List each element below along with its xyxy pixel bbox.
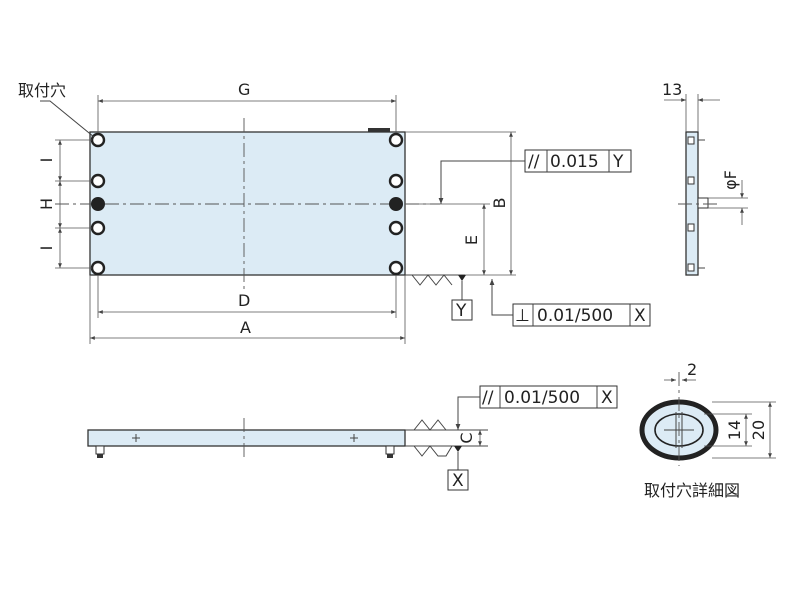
parallelism-frame-front: // 0.01/500 X	[455, 385, 618, 430]
dim-g-label: G	[238, 80, 250, 99]
dim-i-lower-label: I	[37, 246, 56, 251]
dim-a-label: A	[240, 318, 251, 337]
front-crosshair-marks	[132, 434, 358, 442]
surface-finish-symbol	[405, 274, 465, 286]
mount-holes-right	[388, 132, 404, 276]
parallel-symbol: //	[528, 152, 540, 172]
hole-detail-caption: 取付穴詳細図	[644, 481, 740, 500]
mount-hole	[388, 173, 404, 189]
front-feet	[95, 445, 395, 458]
perp-datum: X	[634, 306, 646, 326]
parallelism-frame-top: // 0.015 Y	[438, 149, 632, 204]
mount-hole	[388, 260, 404, 276]
datum-y-triangle	[458, 275, 466, 281]
perp-symbol: ⊥	[515, 306, 530, 326]
mount-hole	[388, 220, 404, 236]
side-view: 13 φF	[662, 80, 748, 276]
dim-c-label: C	[457, 432, 476, 443]
front-parallel-datum: X	[601, 388, 613, 408]
mount-hole-leader	[40, 100, 95, 138]
datum-x-box	[447, 469, 469, 491]
mount-hole	[388, 132, 404, 148]
front-parallel-value: 0.01/500	[504, 388, 580, 408]
mount-hole	[91, 197, 105, 211]
dim-20-label: 20	[749, 420, 768, 440]
dim-i-upper-label: I	[37, 158, 56, 163]
front-surface-finish	[405, 419, 488, 457]
mount-hole	[90, 220, 106, 236]
dim-h-label: H	[37, 198, 56, 210]
top-view: 取付穴 G D A I H I B E	[18, 80, 651, 344]
front-plate	[87, 429, 406, 447]
parallel-datum: Y	[612, 152, 624, 172]
dim-d-label: D	[238, 291, 250, 310]
side-hole-marks	[687, 136, 709, 272]
perpendicularity-frame: ⊥ 0.01/500 X	[489, 279, 651, 327]
mount-hole	[389, 197, 403, 211]
perp-value: 0.01/500	[537, 306, 613, 326]
dim-13-label: 13	[662, 80, 682, 99]
front-parallel-symbol: //	[482, 388, 494, 408]
datum-x-label: X	[452, 471, 464, 491]
dim-14-label: 14	[725, 420, 744, 440]
side-plate	[685, 131, 699, 276]
mount-hole	[90, 132, 106, 148]
mount-hole-label: 取付穴	[18, 81, 66, 100]
datum-y-label: Y	[455, 301, 467, 321]
mount-hole	[90, 173, 106, 189]
parallel-value: 0.015	[550, 152, 599, 172]
plate-tab	[368, 128, 390, 132]
dim-e-label: E	[462, 235, 481, 245]
front-view: C // 0.01/500 X X	[87, 385, 618, 491]
datum-x-triangle	[454, 446, 462, 452]
base-plate	[89, 131, 406, 276]
dim-b-label: B	[490, 198, 509, 209]
dim-2-label: 2	[687, 360, 697, 379]
datum-y-box	[451, 299, 473, 321]
hole-detail: 2 14 20 取付穴詳細図	[639, 360, 776, 500]
dim-f-label: φF	[721, 170, 740, 190]
mount-hole	[90, 260, 106, 276]
mount-holes-left	[90, 132, 106, 276]
